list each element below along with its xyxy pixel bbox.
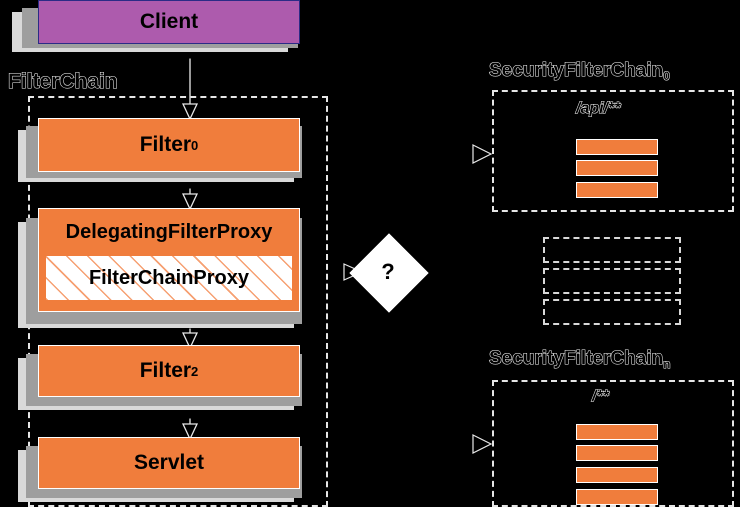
- node-filter-2-subscript: 2: [191, 363, 199, 379]
- securityfilterchain-0-filter-bar[interactable]: [576, 139, 658, 155]
- arrow-into-chain-0: [472, 144, 493, 164]
- securityfilterchain-n-subscript: n: [663, 358, 671, 372]
- node-servlet-label: Servlet: [133, 451, 205, 474]
- node-servlet[interactable]: Servlet: [38, 437, 300, 489]
- securityfilterchain-n-filter-bar[interactable]: [576, 424, 658, 440]
- securityfilterchain-0-name: SecurityFilterChain: [488, 60, 664, 82]
- arrow-into-chain-n: [472, 434, 493, 454]
- node-filter-0-subscript: 0: [191, 137, 199, 153]
- securityfilterchain-0-filter-bar[interactable]: [576, 160, 658, 176]
- node-client[interactable]: Client: [38, 0, 300, 44]
- securityfilterchain-n-path: /**: [592, 388, 610, 406]
- node-delegating-filter-proxy[interactable]: DelegatingFilterProxy FilterChainProxy: [38, 208, 300, 312]
- securityfilterchain-placeholder: [543, 299, 681, 325]
- securityfilterchain-placeholder: [543, 237, 681, 263]
- securityfilterchain-n-filter-bar[interactable]: [576, 467, 658, 483]
- securityfilterchain-0-container: /api/**: [492, 90, 734, 212]
- node-filter-chain-proxy[interactable]: FilterChainProxy: [45, 255, 293, 301]
- decision-diamond-label: ?: [381, 259, 395, 284]
- securityfilterchain-n-filter-bar[interactable]: [576, 445, 658, 461]
- securityfilterchain-n-title: SecurityFilterChainn: [488, 348, 671, 372]
- node-filter-0-label: Filter: [139, 133, 192, 156]
- decision-diamond[interactable]: ?: [349, 233, 429, 313]
- securityfilterchain-n-name: SecurityFilterChain: [488, 348, 664, 370]
- securityfilterchain-0-filter-bar[interactable]: [576, 182, 658, 198]
- securityfilterchain-0-subscript: 0: [663, 70, 670, 84]
- node-filter-2-label: Filter: [139, 359, 192, 382]
- securityfilterchain-n-container: /**: [492, 380, 734, 507]
- securityfilterchain-n-filter-bar[interactable]: [576, 489, 658, 505]
- node-client-label: Client: [139, 10, 199, 33]
- arrow-filter2-servlet: [181, 400, 199, 441]
- securityfilterchain-0-path: /api/**: [575, 100, 621, 118]
- node-delegating-filter-proxy-label: DelegatingFilterProxy: [65, 220, 273, 243]
- filterchain-label: FilterChain: [8, 70, 119, 94]
- securityfilterchain-placeholder: [543, 268, 681, 294]
- securityfilterchain-0-title: SecurityFilterChain0: [488, 60, 670, 84]
